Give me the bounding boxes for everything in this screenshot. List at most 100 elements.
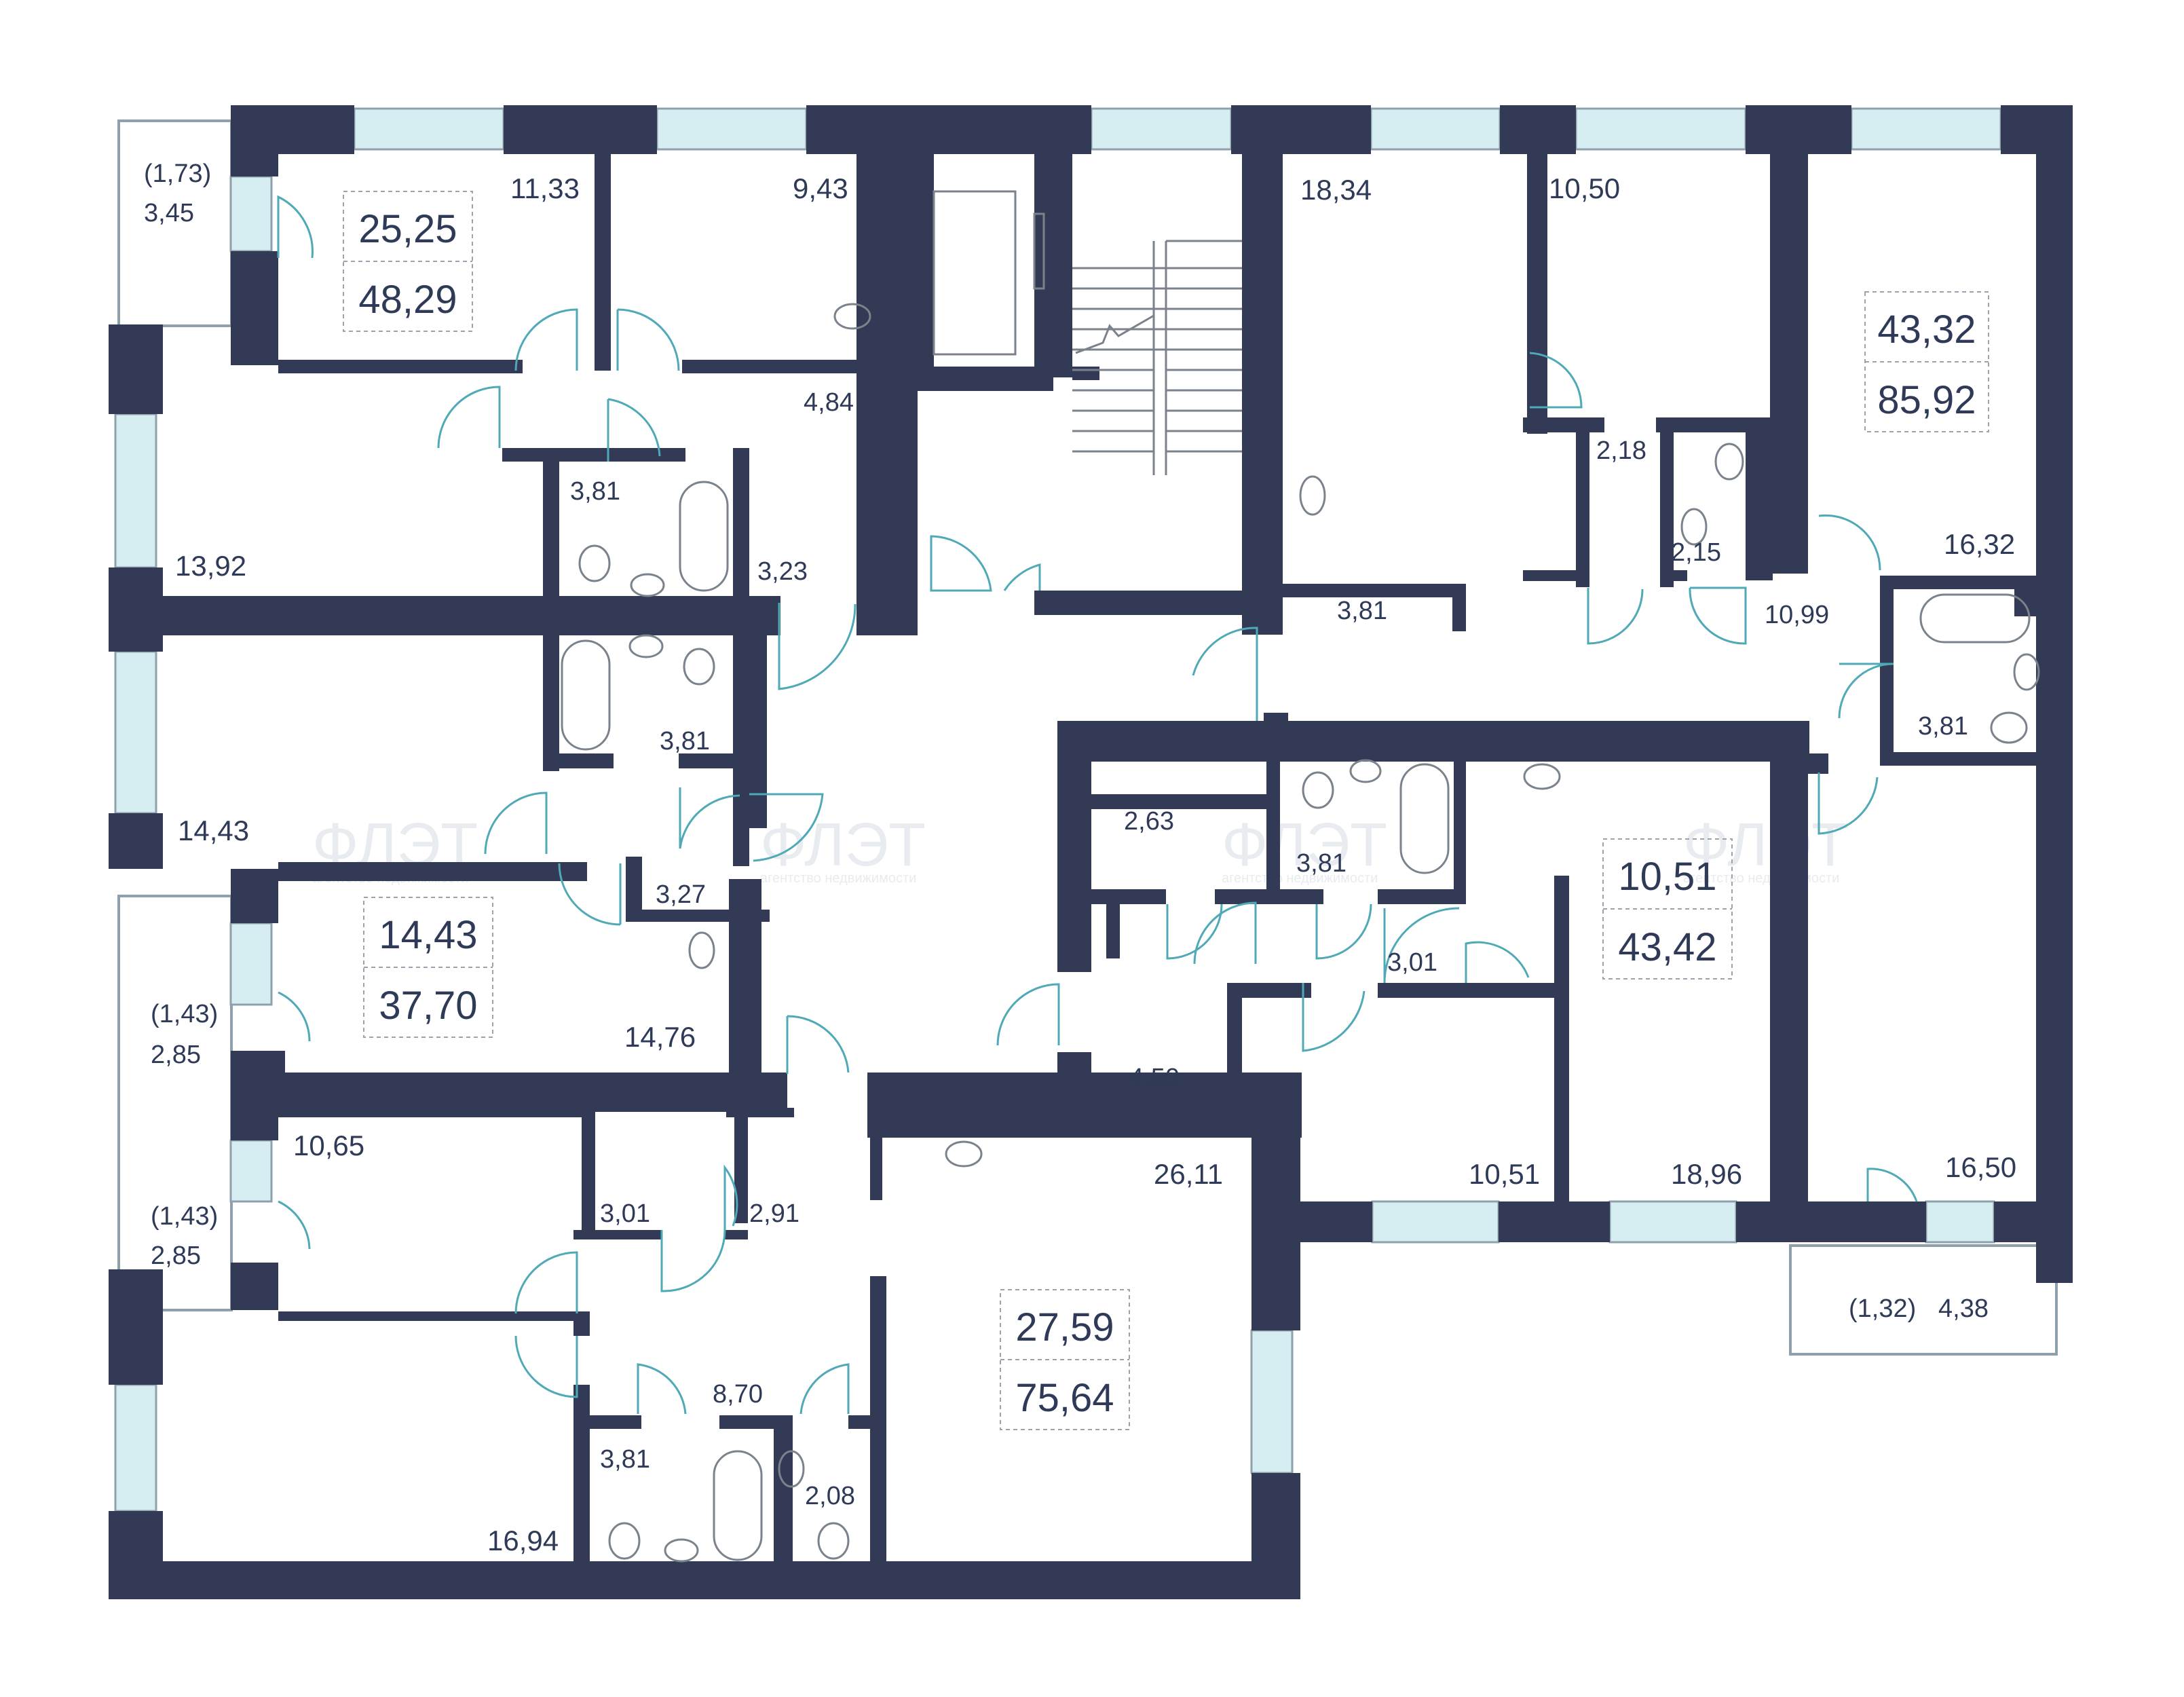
- apartment-living-area: 43,32: [1877, 307, 1976, 352]
- door-swing: [679, 787, 740, 849]
- wall: [856, 596, 918, 635]
- windows: [114, 107, 2002, 1512]
- wall: [806, 105, 1091, 154]
- window: [229, 1139, 273, 1203]
- apartment-total-area: 75,64: [1015, 1376, 1114, 1420]
- wall: [504, 105, 657, 154]
- door-swing: [277, 195, 314, 259]
- wall: [1378, 889, 1463, 904]
- sink: [778, 1450, 805, 1488]
- wall: [1106, 904, 1120, 958]
- room-area: 4,84: [804, 388, 854, 417]
- wall: [1880, 576, 2041, 589]
- door-swing: [1866, 1168, 1918, 1202]
- wall: [2036, 105, 2073, 1283]
- door-swing: [799, 1363, 850, 1415]
- door-swing: [637, 1363, 687, 1415]
- room-area: 2,63: [1124, 807, 1174, 836]
- room-area: 2,08: [805, 1482, 855, 1510]
- door-swing: [749, 793, 824, 862]
- door-swing: [723, 1164, 738, 1230]
- staircase: [933, 190, 1242, 475]
- wall: [734, 1108, 748, 1223]
- wall: [231, 251, 278, 324]
- room-labels: 11,33 9,43 4,84 3,81 3,23 13,92 3,81 14,…: [175, 172, 2016, 1556]
- wall: [109, 324, 163, 414]
- toilet: [608, 1522, 641, 1560]
- room-area: 3,01: [600, 1199, 650, 1228]
- wall: [1527, 105, 1547, 417]
- doors: [277, 195, 1918, 1415]
- window: [1850, 107, 2002, 151]
- wall: [1523, 570, 1576, 581]
- wall: [573, 1385, 590, 1561]
- sink: [2013, 653, 2040, 691]
- room-area: 3,81: [1337, 597, 1387, 625]
- toilet: [1990, 711, 2028, 744]
- wall: [1242, 105, 1283, 635]
- wall: [109, 1561, 1300, 1599]
- door-swing: [1383, 907, 1460, 984]
- wall: [1378, 983, 1556, 998]
- wall: [1770, 105, 1808, 574]
- wall: [774, 1415, 793, 1561]
- wall: [582, 1108, 595, 1237]
- wall: [278, 360, 523, 373]
- wall: [573, 1230, 662, 1239]
- wall: [1527, 417, 1547, 434]
- stair-break-line: [1075, 314, 1154, 354]
- sink: [688, 931, 715, 969]
- apartment-total-area: 37,70: [379, 984, 477, 1028]
- balcony-full-area: 3,45: [144, 199, 194, 227]
- wall: [870, 1276, 886, 1415]
- apartment-total-area: 43,42: [1618, 925, 1716, 969]
- wall: [760, 1073, 787, 1112]
- sink: [1349, 759, 1382, 783]
- watermark-text: ФЛЭТ: [1683, 811, 1849, 879]
- room-area: 3,81: [600, 1445, 650, 1474]
- balcony-reduced-area: (1,32): [1849, 1294, 1916, 1323]
- sink: [664, 1538, 699, 1563]
- bathtub: [561, 639, 611, 751]
- wall: [231, 1263, 278, 1310]
- watermark-subtext: агентство недвижимости: [1222, 871, 1378, 886]
- wall: [1656, 417, 1771, 432]
- wall: [573, 1311, 590, 1336]
- bathtub: [679, 481, 729, 592]
- window: [1250, 1329, 1294, 1474]
- wall: [918, 153, 934, 391]
- wall: [1034, 153, 1072, 377]
- door-swing: [996, 983, 1060, 1046]
- elevator-shaft: [933, 190, 1017, 356]
- elevator-door: [1033, 212, 1045, 290]
- window: [229, 175, 273, 253]
- wall: [1072, 367, 1099, 380]
- wall: [873, 153, 897, 398]
- apartment-total-area: 48,29: [358, 278, 457, 322]
- wall: [109, 1269, 163, 1385]
- room-area: 3,23: [757, 557, 808, 586]
- wall: [1034, 591, 1260, 615]
- sink: [628, 634, 664, 658]
- room-area: 26,11: [1154, 1158, 1223, 1190]
- room-area: 2,18: [1596, 436, 1646, 465]
- room-area: 10,51: [1469, 1158, 1540, 1190]
- room-area: 16,94: [487, 1525, 559, 1556]
- room-area: 18,96: [1671, 1158, 1742, 1190]
- wall: [1499, 1201, 1610, 1242]
- wall: [719, 1415, 780, 1429]
- balcony-full-area: 4,38: [1938, 1294, 1989, 1323]
- wall: [1554, 983, 1569, 1204]
- door-swing: [1587, 588, 1644, 645]
- wall: [1283, 584, 1466, 597]
- wall: [1091, 1073, 1125, 1106]
- door-swing: [484, 791, 548, 855]
- apartment-labels: 25,25 48,29 43,32 85,92 14,43 37,70 10,5…: [358, 207, 1976, 1420]
- bathtub: [1399, 763, 1450, 874]
- sink: [1680, 508, 1708, 546]
- window: [114, 413, 157, 569]
- door-swing: [1529, 352, 1583, 409]
- door-swing: [558, 863, 622, 926]
- wall: [1808, 753, 1828, 774]
